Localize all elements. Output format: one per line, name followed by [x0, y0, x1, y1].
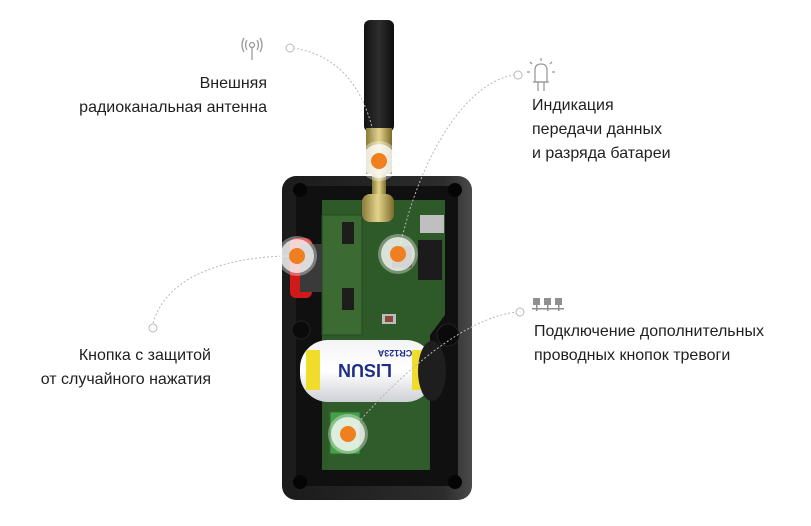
battery-model: CR123A	[377, 348, 412, 358]
connector-endpoint	[513, 70, 523, 80]
connector-antenna	[292, 47, 379, 161]
connector-wired	[349, 311, 519, 433]
battery-brand: LISUN	[338, 360, 392, 380]
hotspot-button[interactable]	[280, 239, 314, 273]
battery: LISUN CR123A	[300, 340, 446, 402]
feature-label-wired: Подключение дополнительных проводных кно…	[534, 323, 764, 364]
connector-button	[151, 255, 299, 328]
wired-buttons-icon	[532, 298, 564, 311]
connector-lines	[151, 47, 519, 433]
connector-led	[397, 74, 516, 256]
feature-label-button: Кнопка с защитой от случайного нажатия	[40, 347, 211, 388]
antenna-signal-icon	[241, 37, 263, 60]
connector-endpoint	[515, 307, 525, 317]
connector-endpoint	[285, 43, 295, 53]
hotspot-antenna[interactable]	[362, 144, 396, 178]
hotspot-wired[interactable]	[331, 417, 365, 451]
hotspot-led[interactable]	[381, 237, 415, 271]
led-indicator-icon	[527, 58, 555, 91]
feature-label-led: Индикация передачи данных и разряда бата…	[532, 97, 671, 162]
feature-label-antenna: Внешняя радиоканальная антенна	[79, 75, 267, 116]
connector-endpoint	[148, 323, 158, 333]
